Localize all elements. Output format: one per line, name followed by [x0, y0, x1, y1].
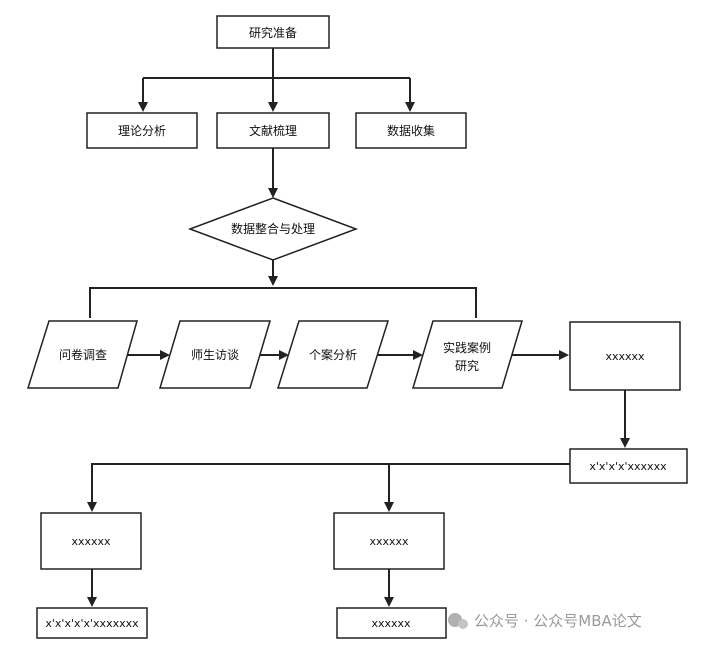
wechat-icon [448, 613, 468, 629]
node-box-4 [333, 512, 445, 570]
node-box-3-label: xxxxxx [71, 535, 111, 548]
node-practice-case [411, 320, 524, 389]
node-literature-review-label: 文献梳理 [249, 123, 297, 138]
node-box-5-label: x'x'x'x'x'xxxxxxx [45, 617, 139, 630]
node-data-integration-label: 数据整合与处理 [231, 221, 315, 236]
node-case-analysis [276, 320, 390, 389]
node-literature-review [216, 112, 330, 149]
node-box-1-label: xxxxxx [605, 350, 645, 363]
node-box-6 [336, 607, 447, 639]
node-interviews [158, 320, 272, 389]
node-box-3 [40, 512, 142, 570]
node-data-collection [355, 112, 467, 149]
node-box-4-label: xxxxxx [369, 535, 409, 548]
node-interviews-label: 师生访谈 [191, 348, 239, 362]
node-research-prep-label: 研究准备 [249, 25, 297, 40]
node-box-5 [36, 607, 148, 639]
node-theory-analysis [86, 112, 198, 149]
node-questionnaire-label: 问卷调查 [59, 347, 107, 362]
node-research-prep [216, 15, 330, 49]
arrow [87, 463, 570, 512]
node-case-analysis-label: 个案分析 [309, 347, 357, 362]
node-questionnaire [26, 320, 138, 389]
watermark-text: 公众号 · 公众号MBA论文 [474, 612, 642, 630]
bracket-connector [89, 287, 477, 318]
node-box-2 [569, 448, 688, 484]
node-practice-case-label-1: 实践案例 [443, 340, 491, 355]
node-box-2-label: x'x'x'x'xxxxxx [589, 460, 667, 473]
node-box-6-label: xxxxxx [371, 617, 411, 630]
node-practice-case-label-2: 研究 [455, 358, 479, 373]
node-theory-analysis-label: 理论分析 [118, 124, 166, 138]
node-data-collection-label: 数据收集 [387, 123, 435, 138]
